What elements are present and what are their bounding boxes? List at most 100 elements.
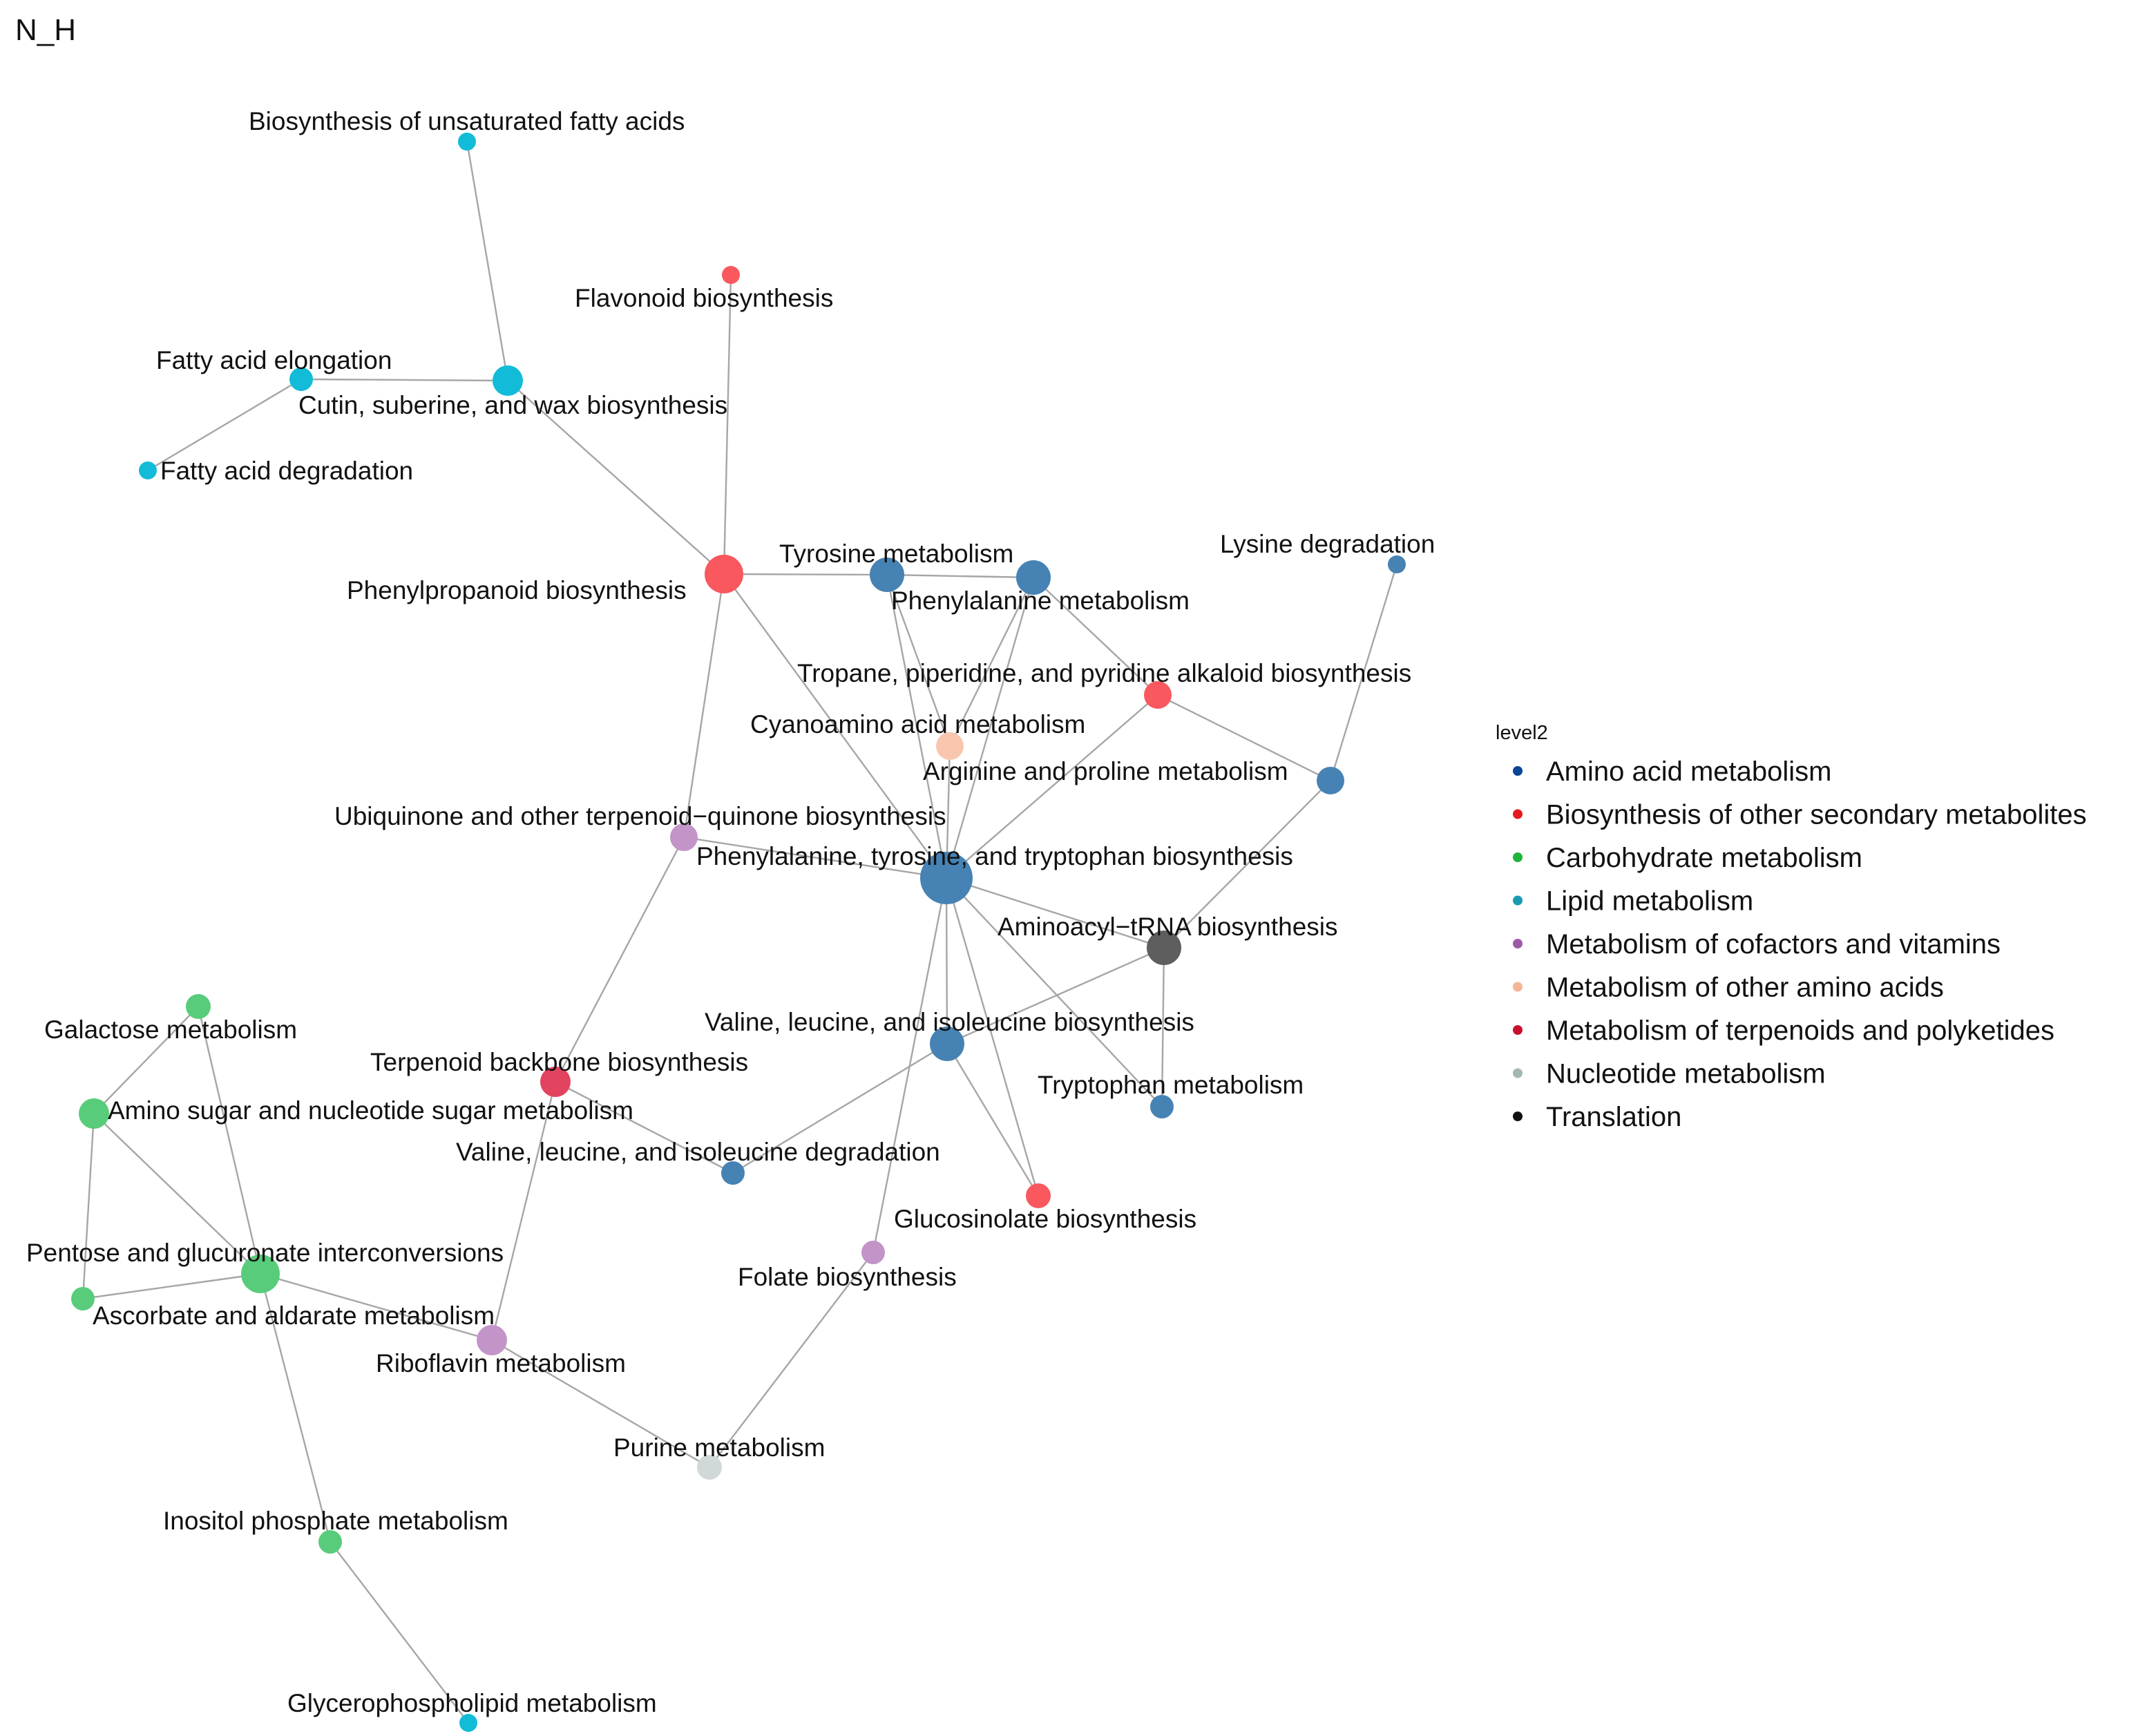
edge-ptt-fola: [872, 877, 948, 1253]
edge-gala-pent: [197, 1006, 262, 1275]
legend-label-amino-acid-metabolism: Amino acid metabolism: [1546, 756, 1832, 787]
node-label-valine-leucine-and-isoleucine-biosynthesis: Valine, leucine, and isoleucine biosynth…: [705, 1008, 1194, 1036]
node-inositol-phosphate-metabolism: [318, 1530, 342, 1554]
panel-title: N_H: [15, 13, 76, 47]
node-label-glucosinolate-biosynthesis: Glucosinolate biosynthesis: [894, 1205, 1196, 1233]
node-label-fatty-acid-degradation: Fatty acid degradation: [160, 457, 413, 485]
edge-tyro-cyan: [886, 574, 951, 747]
edge-fael-fadg: [147, 378, 302, 472]
node-phenylpropanoid-biosynthesis: [705, 555, 743, 593]
node-phenylalanine-tyrosine-and-tryptophan-biosynthesis: [920, 852, 973, 904]
node-phenylalanine-metabolism: [1016, 560, 1051, 595]
edge-vlib-gluc: [946, 1043, 1040, 1196]
edge-cuti-phpr: [507, 380, 725, 575]
node-label-ascorbate-and-aldarate-metabolism: Ascorbate and aldarate metabolism: [93, 1301, 495, 1330]
node-flavonoid-biosynthesis: [722, 266, 740, 284]
edge-amin-asco: [82, 1113, 95, 1299]
nodes-layer: [71, 133, 1406, 1732]
legend-label-nucleotide-metabolism: Nucleotide metabolism: [1546, 1059, 1826, 1089]
edge-pent-asco: [82, 1272, 261, 1300]
legend-title: level2: [1496, 722, 1548, 744]
node-label-biosynthesis-of-unsaturated-fatty-acids: Biosynthesis of unsaturated fatty acids: [249, 107, 685, 135]
node-label-folate-biosynthesis: Folate biosynthesis: [738, 1263, 957, 1291]
legend-key-biosynthesis-of-other-secondary-metabolites: [1513, 809, 1523, 819]
node-aminoacyl-trna-biosynthesis: [1147, 931, 1181, 965]
edge-ptt-tryp: [946, 877, 1163, 1107]
node-purine-metabolism: [697, 1455, 722, 1480]
node-terpenoid-backbone-biosynthesis: [540, 1067, 571, 1097]
node-label-ubiquinone-and-other-terpenoid-quinone-biosynthesis: Ubiquinone and other terpenoid−quinone b…: [334, 802, 946, 830]
edge-bufa-cuti: [466, 141, 509, 381]
node-label-amino-sugar-and-nucleotide-sugar-metabolism: Amino sugar and nucleotide sugar metabol…: [108, 1096, 633, 1125]
legend-label-lipid-metabolism: Lipid metabolism: [1546, 886, 1753, 917]
node-label-phenylalanine-metabolism: Phenylalanine metabolism: [891, 586, 1190, 615]
edge-vlib-vlid: [732, 1042, 948, 1174]
node-fatty-acid-elongation: [289, 368, 313, 391]
node-cutin-suberine-and-wax-biosynthesis: [493, 365, 523, 396]
edge-inos-glyc: [330, 1541, 469, 1724]
node-folate-biosynthesis: [861, 1241, 885, 1264]
edge-pent-inos: [259, 1273, 332, 1543]
edge-ptt-gluc: [945, 877, 1040, 1196]
node-pentose-and-glucuronate-interconversions: [241, 1255, 280, 1293]
edge-lysi-argi: [1329, 564, 1398, 781]
node-label-flavonoid-biosynthesis: Flavonoid biosynthesis: [575, 284, 833, 312]
node-label-lysine-degradation: Lysine degradation: [1220, 530, 1435, 558]
node-label-galactose-metabolism: Galactose metabolism: [44, 1015, 297, 1044]
legend-key-metabolism-of-terpenoids-and-polyketides: [1513, 1025, 1523, 1035]
node-glucosinolate-biosynthesis: [1026, 1183, 1051, 1208]
edge-amin-pent: [93, 1113, 261, 1275]
node-glycerophospholipid-metabolism: [459, 1714, 477, 1732]
node-arginine-and-proline-metabolism: [1317, 767, 1344, 794]
labels-layer: Biosynthesis of unsaturated fatty acidsF…: [26, 107, 1435, 1717]
legend-key-lipid-metabolism: [1513, 895, 1523, 906]
edge-trop-argi: [1157, 694, 1331, 782]
edge-gala-amin: [93, 1006, 199, 1114]
node-label-tryptophan-metabolism: Tryptophan metabolism: [1038, 1071, 1304, 1099]
node-biosynthesis-of-unsaturated-fatty-acids: [458, 133, 476, 151]
edge-phen-trop: [1033, 577, 1158, 696]
edge-fael-cuti: [300, 378, 508, 382]
legend-label-metabolism-of-terpenoids-and-polyketides: Metabolism of terpenoids and polyketides: [1546, 1015, 2054, 1046]
node-tropane-piperidine-and-pyridine-alkaloid-biosynthesis: [1144, 681, 1172, 709]
node-galactose-metabolism: [186, 994, 211, 1019]
legend-key-carbohydrate-metabolism: [1513, 852, 1523, 862]
node-label-cyanoamino-acid-metabolism: Cyanoamino acid metabolism: [750, 710, 1085, 738]
edge-ptt-amtr: [946, 877, 1165, 949]
edge-fola-puri: [709, 1252, 874, 1468]
legend-label-metabolism-of-other-amino-acids: Metabolism of other amino acids: [1546, 973, 1944, 1003]
node-label-phenylpropanoid-biosynthesis: Phenylpropanoid biosynthesis: [347, 576, 687, 604]
edge-phen-cyan: [948, 577, 1035, 747]
node-label-riboflavin-metabolism: Riboflavin metabolism: [376, 1349, 626, 1377]
legend-key-amino-acid-metabolism: [1513, 766, 1523, 776]
node-label-pentose-and-glucuronate-interconversions: Pentose and glucuronate interconversions: [26, 1239, 504, 1267]
legend-key-translation: [1513, 1112, 1523, 1121]
legend-key-nucleotide-metabolism: [1513, 1068, 1523, 1078]
node-lysine-degradation: [1388, 555, 1406, 573]
node-ascorbate-and-aldarate-metabolism: [71, 1287, 95, 1310]
edge-ribo-puri: [491, 1339, 710, 1469]
legend-label-biosynthesis-of-other-secondary-metabolites: Biosynthesis of other secondary metaboli…: [1546, 800, 2087, 830]
edge-tyro-ptt: [886, 574, 948, 879]
node-label-fatty-acid-elongation: Fatty acid elongation: [156, 346, 392, 374]
node-label-cutin-suberine-and-wax-biosynthesis: Cutin, suberine, and wax biosynthesis: [298, 391, 727, 419]
node-label-glycerophospholipid-metabolism: Glycerophospholipid metabolism: [287, 1689, 657, 1717]
edge-amtr-tryp: [1161, 947, 1165, 1107]
edge-phpr-ptt: [723, 573, 947, 879]
edge-flav-phpr: [723, 274, 732, 575]
node-fatty-acid-degradation: [139, 461, 157, 479]
node-cyanoamino-acid-metabolism: [936, 732, 964, 760]
node-label-arginine-and-proline-metabolism: Arginine and proline metabolism: [923, 757, 1288, 785]
edge-phpr-tyro: [723, 573, 888, 576]
edge-pent-ribo: [260, 1272, 493, 1342]
edge-amtr-vlib: [946, 946, 1165, 1045]
edge-trop-ptt: [946, 694, 1158, 879]
node-valine-leucine-and-isoleucine-biosynthesis: [930, 1027, 964, 1061]
edge-ubiq-ptt: [683, 836, 947, 879]
node-label-aminoacyl-trna-biosynthesis: Aminoacyl−tRNA biosynthesis: [998, 913, 1338, 941]
edge-terp-ribo: [490, 1081, 557, 1341]
edge-phen-ptt: [945, 577, 1035, 879]
edges-layer: [82, 141, 1398, 1724]
node-amino-sugar-and-nucleotide-sugar-metabolism: [79, 1098, 109, 1129]
